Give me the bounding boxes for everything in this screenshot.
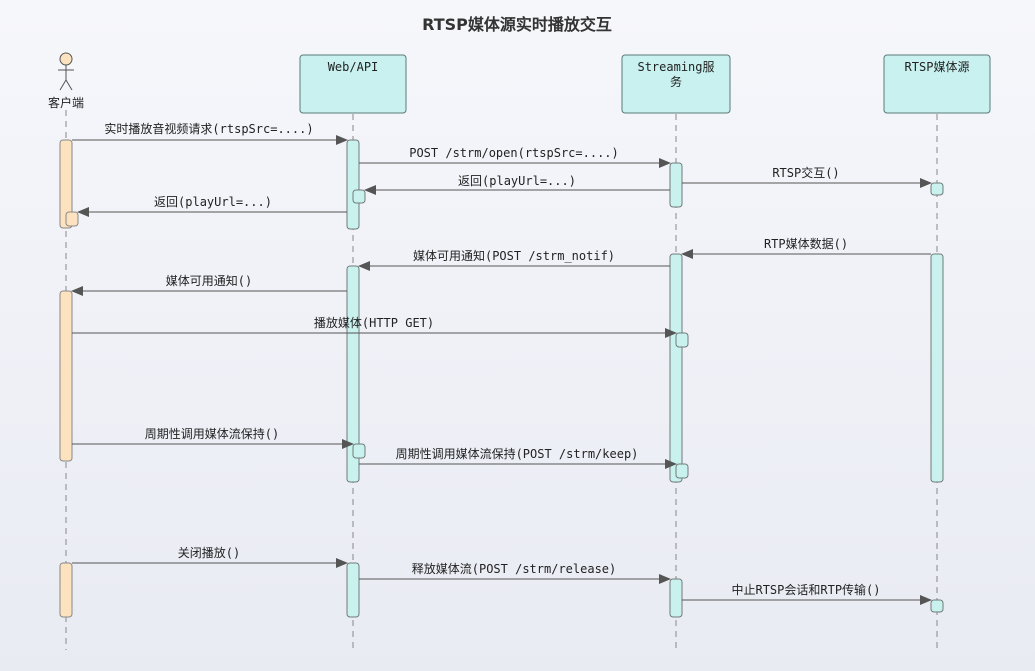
participant-streaming-label-line2: 务 <box>670 74 682 89</box>
message-6: 媒体可用通知(POST /strm_notif) <box>358 249 670 271</box>
message-label: 媒体可用通知(POST /strm_notif) <box>413 249 615 263</box>
client-activation <box>59 290 73 462</box>
client-activation <box>59 139 73 229</box>
streaming-activation <box>669 253 683 483</box>
web-activation <box>346 265 360 483</box>
streaming-activation <box>669 162 683 208</box>
client-activation <box>59 562 73 618</box>
client-label: 客户端 <box>48 95 84 110</box>
streaming-activation <box>675 463 689 479</box>
streaming-activation <box>669 578 683 618</box>
message-3: 返回(playUrl=...) <box>364 174 670 195</box>
web-activation <box>346 562 360 618</box>
web-activation <box>346 139 360 230</box>
participant-web-label: Web/API <box>328 60 379 74</box>
participant-streaming: Streaming服 务 <box>621 54 731 114</box>
message-label: 中止RTSP会话和RTP传输() <box>731 582 880 597</box>
message-12: 释放媒体流(POST /strm/release) <box>359 561 671 584</box>
message-10: 周期性调用媒体流保持(POST /strm/keep) <box>359 446 677 469</box>
message-label: 返回(playUrl=...) <box>458 174 576 188</box>
participant-rtsp: RTSP媒体源 <box>883 54 991 114</box>
streaming-activation <box>675 332 689 348</box>
message-5: RTP媒体数据() <box>681 236 931 259</box>
rtsp-activation <box>930 253 944 483</box>
message-label: 周期性调用媒体流保持(POST /strm/keep) <box>396 446 639 461</box>
message-2: RTSP交互() <box>682 165 932 188</box>
message-label: 返回(playUrl=...) <box>154 195 272 209</box>
message-label: 媒体可用通知() <box>166 274 252 288</box>
participant-web: Web/API <box>299 54 407 114</box>
message-label: 释放媒体流(POST /strm/release) <box>412 561 617 576</box>
message-8: 播放媒体(HTTP GET) <box>72 315 677 338</box>
participant-streaming-label-line1: Streaming服 <box>637 60 714 74</box>
client-actor-icon <box>58 52 74 91</box>
message-4: 返回(playUrl=...) <box>77 195 347 217</box>
web-activation <box>352 189 366 204</box>
message-1: POST /strm/open(rtspSrc=....) <box>359 146 671 168</box>
message-label: 实时播放音视频请求(rtspSrc=....) <box>104 121 313 136</box>
diagram-title: RTSP媒体源实时播放交互 <box>422 15 612 34</box>
message-label: 周期性调用媒体流保持() <box>145 426 279 441</box>
message-label: POST /strm/open(rtspSrc=....) <box>409 146 619 160</box>
participant-rtsp-label: RTSP媒体源 <box>905 60 970 74</box>
message-label: RTP媒体数据() <box>764 236 848 251</box>
message-9: 周期性调用媒体流保持() <box>72 426 354 449</box>
message-7: 媒体可用通知() <box>71 274 347 296</box>
message-11: 关闭播放() <box>72 545 348 568</box>
rtsp-activation <box>930 182 944 196</box>
message-label: RTSP交互() <box>772 165 839 180</box>
client-activation <box>65 211 79 227</box>
message-0: 实时播放音视频请求(rtspSrc=....) <box>72 121 348 145</box>
message-13: 中止RTSP会话和RTP传输() <box>682 582 932 605</box>
rtsp-activation <box>930 599 944 613</box>
message-label: 关闭播放() <box>178 545 240 560</box>
message-label: 播放媒体(HTTP GET) <box>314 315 434 330</box>
web-activation <box>352 443 366 459</box>
